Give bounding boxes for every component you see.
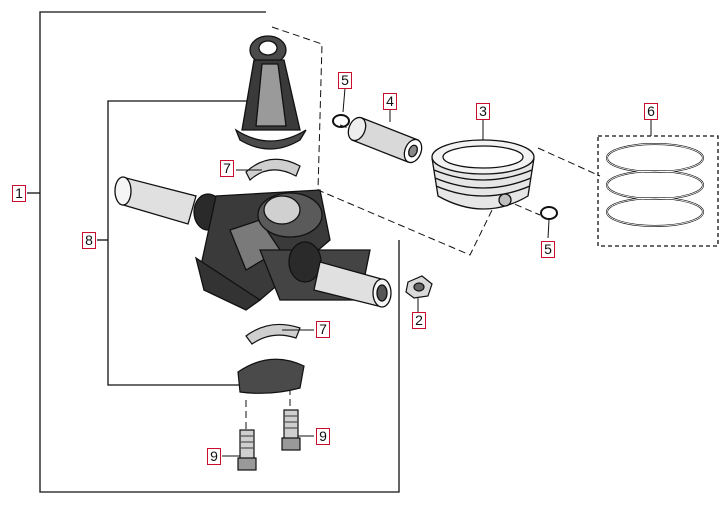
nut xyxy=(405,275,433,299)
bearing-shell-top xyxy=(245,158,301,181)
piston-ring-set-box xyxy=(597,135,719,247)
callout-5-top[interactable]: 5 xyxy=(338,72,352,89)
piston-rings xyxy=(606,143,704,227)
callout-9-right[interactable]: 9 xyxy=(316,428,330,445)
leader-5a xyxy=(342,87,346,113)
bearing-shell-bottom xyxy=(245,323,301,345)
callout-8[interactable]: 8 xyxy=(82,232,96,249)
callout-5-bottom[interactable]: 5 xyxy=(541,241,555,258)
circlip-bottom xyxy=(540,206,558,220)
callout-6[interactable]: 6 xyxy=(644,103,658,120)
rod-cap xyxy=(237,358,305,394)
callout-9-left[interactable]: 9 xyxy=(207,448,221,465)
callout-2[interactable]: 2 xyxy=(412,312,426,329)
callout-7-top[interactable]: 7 xyxy=(220,160,234,177)
circlip-top xyxy=(332,114,350,128)
dashed-align-piston xyxy=(537,147,601,177)
callout-7-bottom[interactable]: 7 xyxy=(316,321,330,338)
callout-1[interactable]: 1 xyxy=(12,185,26,202)
callout-3[interactable]: 3 xyxy=(476,103,490,120)
leader-5b xyxy=(547,219,550,239)
bolt-right xyxy=(281,409,301,451)
bolt-left xyxy=(237,429,257,471)
crankshaft-bracket-8 xyxy=(107,100,250,386)
assembly-bracket-1 xyxy=(39,11,400,493)
crankshaft xyxy=(114,176,392,311)
piston-pin xyxy=(347,116,423,164)
piston xyxy=(431,139,535,210)
callout-4[interactable]: 4 xyxy=(383,93,397,110)
connecting-rod xyxy=(234,35,307,150)
